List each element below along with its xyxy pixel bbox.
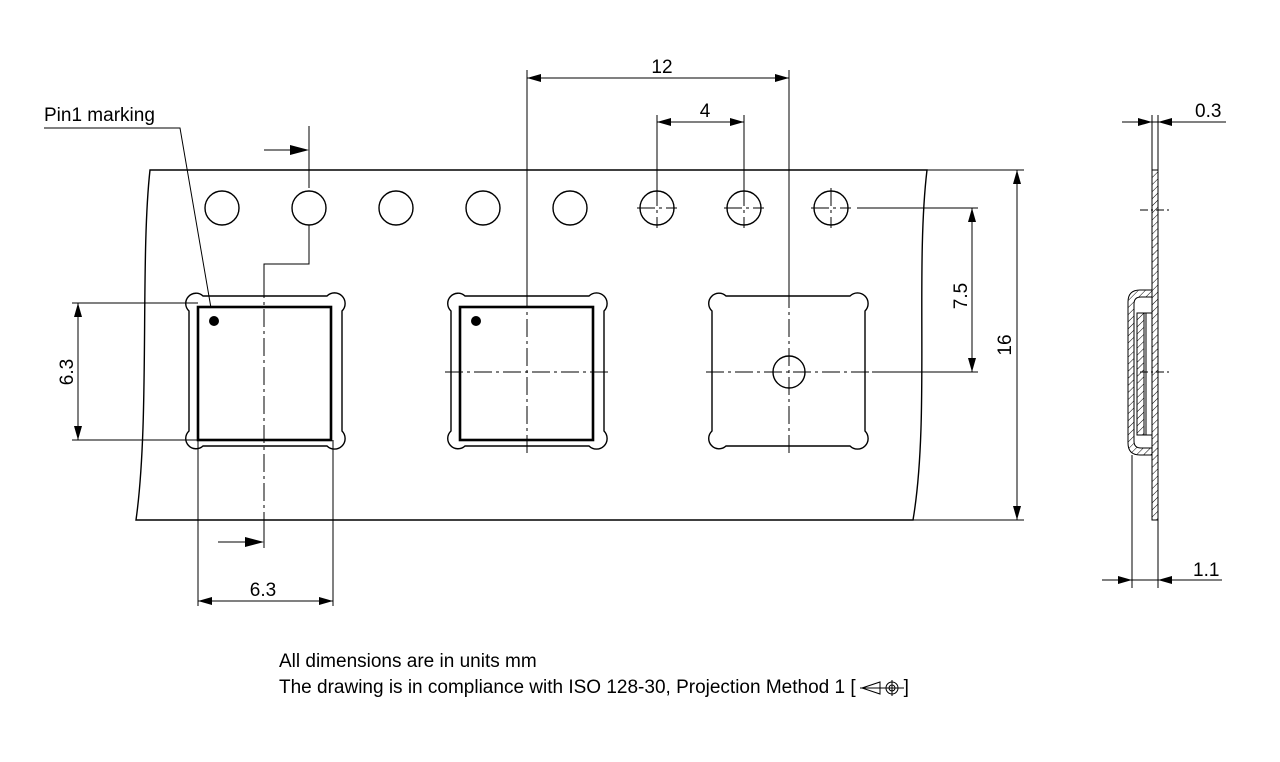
pin1-dot bbox=[209, 316, 219, 326]
units-note: All dimensions are in units mm bbox=[279, 651, 537, 672]
standard-note-text: The drawing is in compliance with ISO 12… bbox=[279, 677, 856, 698]
dim-label-1-1: 1.1 bbox=[1193, 560, 1219, 581]
dim-label-7-5: 7.5 bbox=[951, 283, 972, 309]
sprocket-hole bbox=[378, 190, 414, 226]
pocket-1 bbox=[185, 292, 346, 450]
side-view bbox=[1127, 169, 1170, 521]
pin1-label: Pin1 marking bbox=[44, 105, 155, 126]
dimension-lines bbox=[44, 70, 1226, 606]
sprocket-hole bbox=[204, 190, 240, 226]
standard-note: The drawing is in compliance with ISO 12… bbox=[279, 677, 909, 699]
sprocket-hole bbox=[465, 190, 501, 226]
pocket-3 bbox=[708, 292, 869, 450]
dim-label-4: 4 bbox=[700, 101, 711, 122]
dim-label-12: 12 bbox=[651, 57, 672, 78]
center-lines bbox=[263, 188, 872, 520]
sprocket-hole bbox=[291, 190, 327, 226]
dim-label-6-3-vertical: 6.3 bbox=[57, 359, 78, 385]
component-body bbox=[1136, 312, 1145, 436]
dim-label-0-3: 0.3 bbox=[1195, 101, 1221, 122]
projection-method-icon bbox=[859, 680, 904, 696]
pin1-dot bbox=[471, 316, 481, 326]
tape-outline bbox=[135, 169, 928, 521]
standard-note-close: ] bbox=[903, 677, 909, 698]
arrowheads bbox=[74, 74, 1172, 605]
dim-label-16: 16 bbox=[995, 334, 1016, 355]
sprocket-hole bbox=[552, 190, 588, 226]
dim-label-6-3-horizontal: 6.3 bbox=[250, 580, 276, 601]
